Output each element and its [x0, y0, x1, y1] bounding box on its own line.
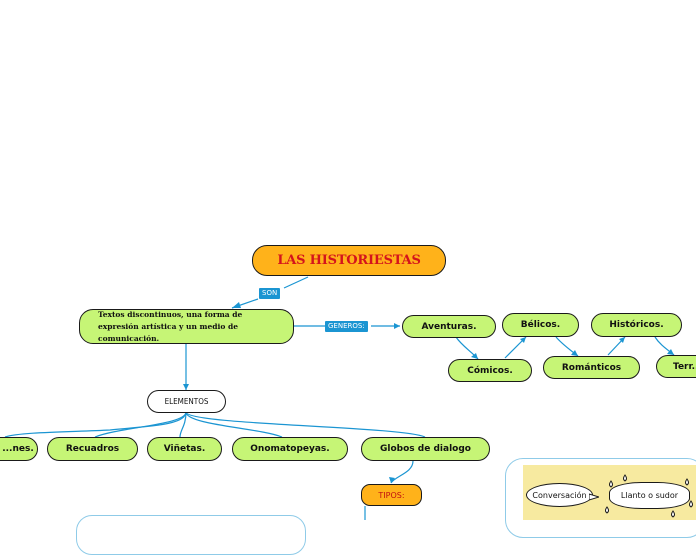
- connector-lines: [4, 276, 675, 520]
- element-item-vinetas[interactable]: Viñetas.: [147, 437, 222, 461]
- bubble-tail-icon: [589, 493, 599, 501]
- definition-text: Textos discontinuos, una forma de expres…: [98, 309, 243, 343]
- element-item-globos-label: Globos de dialogo: [380, 444, 471, 454]
- speech-bubble-llanto-label: Llanto o sudor: [620, 491, 679, 500]
- root-label: LAS HISTORIESTAS: [277, 253, 421, 268]
- comic-panel-image: Conversación Llanto o sudor: [523, 465, 696, 520]
- tipos-label: TIPOS:: [378, 490, 405, 500]
- genre-belicos-label: Bélicos.: [520, 320, 561, 330]
- speech-bubble-conversation-label: Conversación: [532, 490, 587, 500]
- genre-comicos-label: Cómicos.: [467, 365, 513, 376]
- genre-cut[interactable]: Terr...: [656, 355, 696, 378]
- element-item-recuadros[interactable]: Recuadros: [47, 437, 138, 461]
- generos-tag: GENEROS:: [325, 321, 368, 332]
- element-item-globos[interactable]: Globos de dialogo: [361, 437, 490, 461]
- elementos-node[interactable]: ELEMENTOS: [147, 390, 226, 413]
- element-item-recuadros-label: Recuadros: [65, 444, 120, 454]
- genre-romanticos-label: Románticos: [561, 362, 622, 373]
- genre-belicos[interactable]: Bélicos.: [502, 313, 579, 337]
- element-item-vinetas-label: Viñetas.: [163, 444, 206, 454]
- root-node[interactable]: LAS HISTORIESTAS: [252, 245, 446, 276]
- drops-icon: [605, 474, 693, 518]
- speech-bubble-llanto: Llanto o sudor: [609, 482, 690, 509]
- element-item-cut[interactable]: ...nes.: [0, 437, 38, 461]
- element-item-onomatopeyas-label: Onomatopeyas.: [250, 444, 330, 454]
- genre-romanticos[interactable]: Románticos: [543, 356, 640, 379]
- tipos-node[interactable]: TIPOS:: [361, 484, 422, 506]
- definition-node[interactable]: Textos discontinuos, una forma de expres…: [79, 309, 294, 344]
- elementos-label: ELEMENTOS: [164, 397, 209, 406]
- genre-cut-label: Terr...: [673, 361, 696, 372]
- element-item-onomatopeyas[interactable]: Onomatopeyas.: [232, 437, 348, 461]
- element-item-cut-label: ...nes.: [2, 444, 34, 454]
- genre-historicos-label: Históricos.: [609, 320, 664, 330]
- speech-bubble-conversation: Conversación: [526, 483, 593, 507]
- genre-comicos[interactable]: Cómicos.: [448, 359, 532, 382]
- genre-historicos[interactable]: Históricos.: [591, 313, 682, 337]
- examples-frame: [76, 515, 306, 555]
- genre-aventuras[interactable]: Aventuras.: [402, 315, 496, 338]
- son-tag: SON: [259, 288, 281, 299]
- genre-aventuras-label: Aventuras.: [421, 321, 477, 332]
